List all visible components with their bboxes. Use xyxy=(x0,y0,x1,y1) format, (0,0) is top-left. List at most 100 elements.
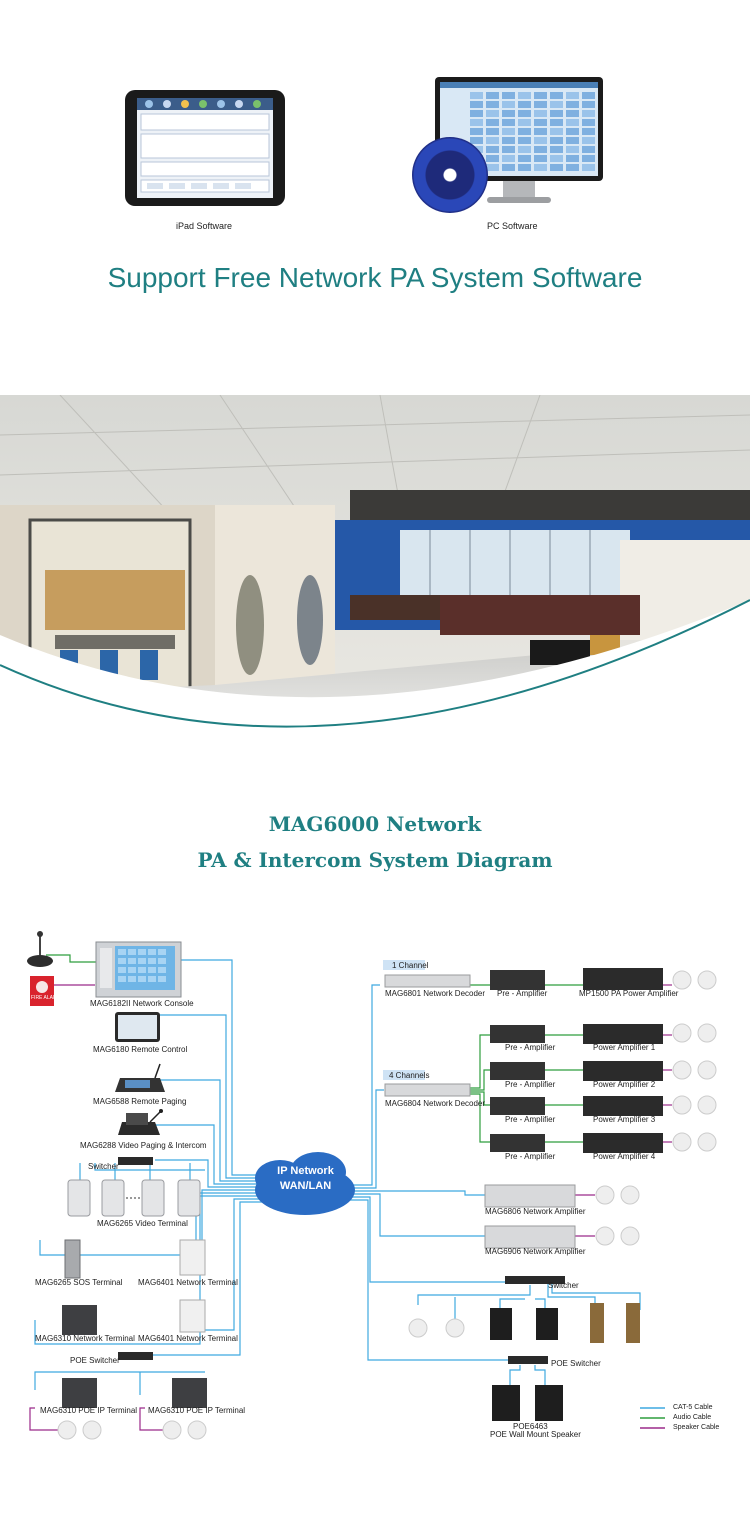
pre-amp-label-3: Pre - Amplifier xyxy=(505,1115,556,1124)
pc-zone-tile xyxy=(550,110,563,117)
pc-toolbar xyxy=(440,82,598,88)
mp1500-label: MP1500 PA Power Amplifier xyxy=(579,989,679,998)
pc-zone-tile xyxy=(566,164,579,171)
pre-amp-label-2: Pre - Amplifier xyxy=(505,1080,556,1089)
ipad-software-label: iPad Software xyxy=(176,221,233,231)
pc-zone-tile xyxy=(566,101,579,108)
decoder-6804-device xyxy=(384,1083,471,1097)
paging-microphone-icon xyxy=(27,931,53,967)
pc-zone-tile xyxy=(518,146,531,153)
audio-cables xyxy=(46,954,583,1143)
pre-amp-device-0 xyxy=(490,970,545,990)
pc-zone-tile xyxy=(550,101,563,108)
pc-zone-tile xyxy=(470,92,483,99)
pc-zone-tile xyxy=(502,155,515,162)
pc-zone-tile xyxy=(502,128,515,135)
pc-zone-tile xyxy=(582,155,595,162)
power-amp-devices xyxy=(583,1024,663,1153)
network-terminal-6401b-device xyxy=(179,1299,206,1333)
power-amp-2-label: Power Amplifier 2 xyxy=(593,1080,656,1089)
pre-amp-label-1: Pre - Amplifier xyxy=(505,1043,556,1052)
switcher-right-device xyxy=(505,1276,565,1284)
pc-zone-tile xyxy=(566,146,579,153)
poe-ip-terminal-b-device xyxy=(172,1378,207,1408)
pc-zone-tile xyxy=(550,92,563,99)
pc-zone-tile xyxy=(486,137,499,144)
four-channels-label: 4 Channels xyxy=(389,1071,430,1080)
pre-amp-label-0: Pre - Amplifier xyxy=(497,989,548,998)
network-terminal-6310-label: MAG6310 Network Terminal xyxy=(35,1334,135,1343)
pc-zone-tile xyxy=(518,110,531,117)
software-disc-icon xyxy=(412,137,488,213)
sos-terminal-label: MAG6265 SOS Terminal xyxy=(35,1278,123,1287)
pc-zone-tile xyxy=(550,146,563,153)
pc-zone-tile xyxy=(534,101,547,108)
decoder-6801-device xyxy=(384,974,471,988)
fire-alarm-icon xyxy=(30,976,54,1006)
software-headline: Support Free Network PA System Software xyxy=(107,262,643,293)
diagram-title-line1: MAG6000 Network xyxy=(268,812,482,836)
pc-zone-tile xyxy=(582,137,595,144)
pc-zone-tile xyxy=(566,128,579,135)
legend-cat5-label: CAT-5 Cable xyxy=(673,1404,713,1411)
pc-software-screen xyxy=(440,82,598,176)
pc-zone-tile xyxy=(534,110,547,117)
pc-zone-tile xyxy=(486,92,499,99)
pc-zone-tile xyxy=(486,164,499,171)
pc-zone-tile xyxy=(550,164,563,171)
monitor-stand xyxy=(503,181,535,199)
amp-6806-device xyxy=(484,1184,576,1208)
network-terminal-6401b-label: MAG6401 Network Terminal xyxy=(138,1334,238,1343)
power-amp-4-label: Power Amplifier 4 xyxy=(593,1152,656,1161)
switcher-device xyxy=(118,1157,153,1165)
network-terminal-6401a-label: MAG6401 Network Terminal xyxy=(138,1278,238,1287)
pc-monitor-image xyxy=(435,77,603,181)
pc-zone-tile xyxy=(582,146,595,153)
pc-zone-tile xyxy=(582,101,595,108)
pc-zone-tile xyxy=(470,110,483,117)
network-terminal-6310-device xyxy=(62,1305,97,1335)
switcher-label: Switcher xyxy=(88,1162,119,1171)
console-label: MAG6182II Network Console xyxy=(90,999,194,1008)
pc-zone-tile xyxy=(566,110,579,117)
ceiling-speakers-left xyxy=(57,1420,207,1440)
pc-software-label: PC Software xyxy=(487,221,538,231)
pc-zone-tile xyxy=(502,137,515,144)
legend-lines xyxy=(640,1407,665,1429)
pc-zone-tile xyxy=(534,164,547,171)
pc-zone-tile xyxy=(534,92,547,99)
pc-zone-tile xyxy=(566,137,579,144)
wall-speakers xyxy=(490,1303,640,1343)
poe6463-label-line2: POE Wall Mount Speaker xyxy=(490,1430,581,1439)
pc-zone-tile xyxy=(550,155,563,162)
pc-zone-tile xyxy=(502,101,515,108)
pre-amp-label-4: Pre - Amplifier xyxy=(505,1152,556,1161)
poe6463-label-line1: POE6463 xyxy=(513,1422,548,1431)
pc-zone-tile xyxy=(534,119,547,126)
pc-zone-tile xyxy=(582,128,595,135)
pc-zone-tile xyxy=(534,155,547,162)
legend-speaker-label: Speaker Cable xyxy=(673,1424,720,1431)
decoder-6804-label: MAG6804 Network Decoder xyxy=(385,1099,486,1108)
poe-ip-terminal-a-device xyxy=(62,1378,97,1408)
pc-zone-tile xyxy=(486,110,499,117)
video-paging-device xyxy=(118,1109,163,1135)
remote-paging-device xyxy=(115,1063,165,1092)
video-paging-label: MAG6288 Video Paging & Intercom xyxy=(80,1141,207,1150)
pc-zone-tile xyxy=(518,101,531,108)
pc-zone-tile xyxy=(486,146,499,153)
video-terminals xyxy=(67,1179,201,1217)
pc-zone-tile xyxy=(566,119,579,126)
remote-control-device xyxy=(115,1012,160,1042)
poe-wall-speakers xyxy=(492,1385,563,1421)
campus-interior-photo xyxy=(0,395,750,750)
poe-switcher-right-device xyxy=(508,1356,548,1364)
monitor-stand-base xyxy=(487,197,551,203)
pc-zone-tile xyxy=(502,110,515,117)
pc-zone-tile xyxy=(486,128,499,135)
mp1500-amp-device xyxy=(583,968,663,990)
one-channel-badge xyxy=(383,960,425,970)
pc-zone-tile xyxy=(566,92,579,99)
pc-zone-tile xyxy=(582,92,595,99)
